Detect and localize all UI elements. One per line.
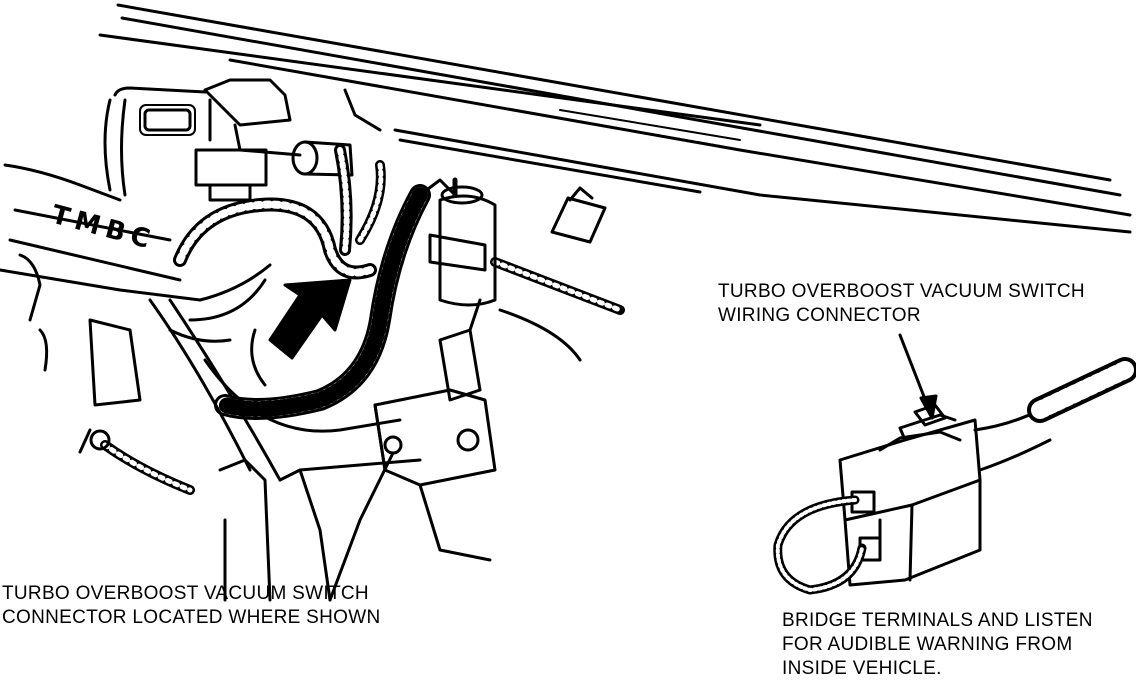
location-caption-line-1: TURBO OVERBOOST VACUUM SWITCH xyxy=(2,583,369,604)
hood-cowl-lines xyxy=(98,3,1132,234)
location-caption-line-2: CONNECTOR LOCATED WHERE SHOWN xyxy=(2,607,381,628)
vacuum-canister xyxy=(428,177,497,307)
intake-casting: TMBC xyxy=(0,163,202,322)
connector-caption: TURBO OVERBOOST VACUUM SWITCH WIRING CON… xyxy=(718,280,1085,328)
instruction-caption-line-3: INSIDE VEHICLE. xyxy=(782,658,942,679)
casting-lettering: TMBC xyxy=(48,200,159,257)
location-caption: TURBO OVERBOOST VACUUM SWITCH CONNECTOR … xyxy=(2,582,381,630)
location-arrow xyxy=(250,278,352,387)
connector-caption-line-2: WIRING CONNECTOR xyxy=(718,305,921,326)
instruction-caption: BRIDGE TERMINALS AND LISTEN FOR AUDIBLE … xyxy=(782,609,1093,680)
engine-block xyxy=(38,298,582,602)
instruction-caption-line-1: BRIDGE TERMINALS AND LISTEN xyxy=(782,610,1093,631)
connector-detail xyxy=(773,333,1136,595)
instruction-caption-line-2: FOR AUDIBLE WARNING FROM xyxy=(782,634,1073,655)
connector-caption-line-1: TURBO OVERBOOST VACUUM SWITCH xyxy=(718,281,1085,302)
upper-components xyxy=(103,78,607,244)
wiring-harness xyxy=(78,144,625,495)
